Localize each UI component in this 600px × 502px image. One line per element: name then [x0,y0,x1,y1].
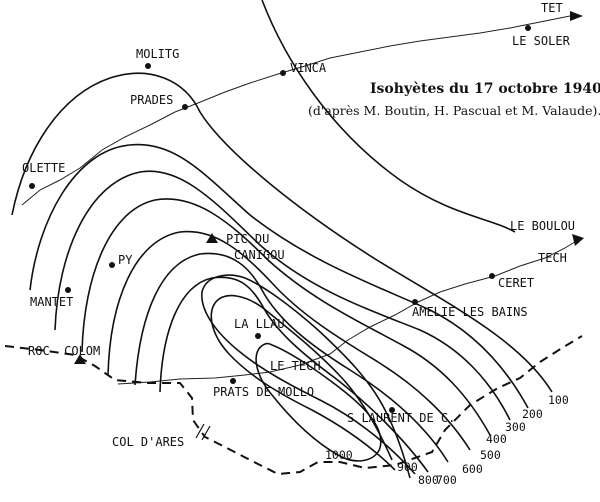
isohyet-label-300: 300 [505,420,526,434]
label-s-laurent-de-c: S LAURENT DE C. [347,411,455,425]
label-tech: TECH [538,251,567,265]
isohyet-300 [54,170,511,421]
label-canigou: CANIGOU [234,248,285,262]
peak-triangle-icon [74,354,86,364]
isohyet-label-900: 900 [397,460,418,474]
isohyet-1000 [255,342,382,462]
label-py: PY [118,253,133,267]
label-prats-de-mollo: PRATS DE MOLLO [213,385,314,399]
isohyet-800 [201,274,416,479]
label-le-tech: LE TECH [270,359,321,373]
isohyet-line [261,0,516,233]
col-d-ares-pass-mark [201,425,211,441]
isohyet-label-700: 700 [436,473,457,487]
peak-triangle-icon [206,233,218,243]
arrow-icon [570,11,583,21]
label-olette: OLETTE [22,161,65,175]
place-dot-amelie-les-bains [412,299,418,305]
isohyet-label-400: 400 [486,432,507,446]
river-tet [21,15,571,206]
map-subtitle: (d'après M. Boutin, H. Pascual et M. Val… [308,103,600,118]
label-le-boulou: LE BOULOU [510,219,575,233]
label-pic-du: PIC DU [226,232,269,246]
place-dot-mantet [65,287,71,293]
isohyet-100 [11,72,553,393]
isohyet-label-200: 200 [522,407,543,421]
label-vinca: VINCA [290,61,327,75]
label-roc-colom: ROC COLOM [28,344,100,358]
place-dot-olette [29,183,35,189]
isohyet-label-500: 500 [480,448,501,462]
col-d-ares-pass-mark [195,423,205,439]
label-la-llau: LA LLAU [234,317,285,331]
label-prades: PRADES [130,93,173,107]
label-mantet: MANTET [30,295,73,309]
place-dot-vinca [280,70,286,76]
place-dot-s-laurent-de-c [389,407,395,413]
label-tet: TET [541,1,563,15]
place-dot-py [109,262,115,268]
label-molitg: MOLITG [136,47,179,61]
label-amelie-les-bains: AMELIE LES BAINS [412,305,528,319]
label-le-soler: LE SOLER [512,34,571,48]
arrow-icon [572,234,584,246]
isohyet-500 [107,230,471,451]
isohyet-200 [29,143,529,409]
isohyet-label-600: 600 [462,462,483,476]
place-dot-la-llau [255,333,261,339]
isohyet-label-800: 800 [418,473,439,487]
place-dot-ceret [489,273,495,279]
isohyet-900 [210,294,396,471]
map-title: Isohyètes du 17 octobre 1940 [370,81,600,97]
place-dot-molitg [145,63,151,69]
place-dot-le-soler [525,25,531,31]
isohyet-label-1000: 1000 [325,448,353,462]
isohyet-400 [81,198,491,436]
label-col-d-ares: COL D'ARES [112,435,184,449]
isohyet-700 [159,276,429,473]
isohyet-label-100: 100 [548,393,569,407]
place-dot-prades [182,104,188,110]
label-ceret: CERET [498,276,534,290]
place-dot-prats-de-mollo [230,378,236,384]
isohyet-600 [134,252,449,463]
